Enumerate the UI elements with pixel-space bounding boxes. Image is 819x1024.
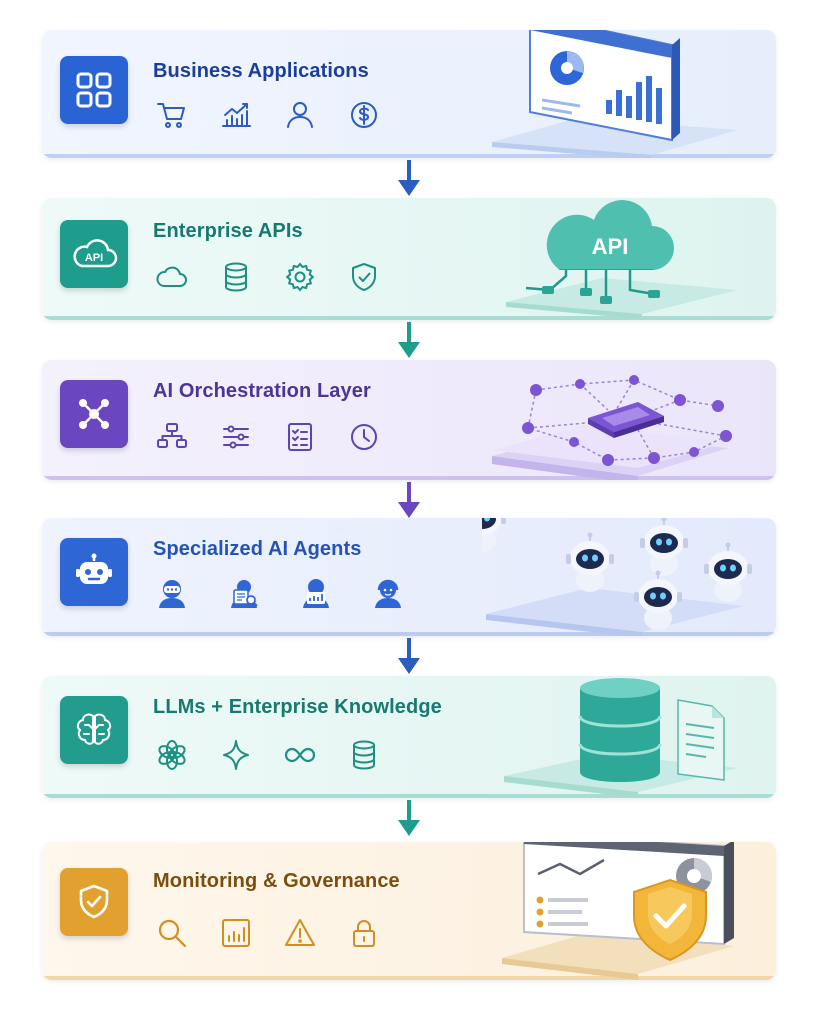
flow-arrow (392, 320, 426, 360)
layer-llms-enterprise-knowledge: LLMs + Enterprise Knowledge (42, 676, 776, 798)
sliders-icon (219, 420, 253, 454)
layer-specialized-ai-agents: Specialized AI Agents (42, 518, 776, 636)
brain-icon (60, 696, 128, 764)
checklist-icon (283, 420, 317, 454)
report-icon (219, 916, 253, 950)
knowledge-database-illustration (498, 676, 776, 798)
flow-arrow (392, 798, 426, 838)
flow-arrow (392, 480, 426, 520)
openai-icon (155, 738, 189, 772)
search-icon (155, 916, 189, 950)
shield-icon (347, 260, 381, 294)
flow-arrow (392, 636, 426, 676)
layer-monitoring-governance: Monitoring & Governance (42, 842, 776, 980)
database-icon (219, 260, 253, 294)
robot-icon (60, 538, 128, 606)
orchestration-network-illustration (488, 360, 776, 480)
api-cloud-illustration: API (502, 198, 776, 320)
clock-icon (347, 420, 381, 454)
layer-business-applications: Business Applications (42, 30, 776, 158)
agent-analytics-icon (299, 576, 333, 610)
layer-title: Enterprise APIs (153, 220, 303, 242)
layer-title: Specialized AI Agents (153, 538, 362, 560)
agent-chat-icon (155, 576, 189, 610)
monitoring-dashboard-illustration (498, 842, 776, 980)
flow-arrow (392, 158, 426, 198)
api-cloud-icon: API (60, 220, 128, 288)
lock-icon (347, 916, 381, 950)
chart-icon (219, 98, 253, 132)
layer-title: AI Orchestration Layer (153, 380, 371, 402)
sparkle-icon (219, 738, 253, 772)
warning-icon (283, 916, 317, 950)
cart-icon (155, 98, 189, 132)
gear-icon (283, 260, 317, 294)
dollar-icon (347, 98, 381, 132)
shield-check-icon (60, 868, 128, 936)
illustration-api-label: API (592, 234, 629, 259)
database-icon (347, 738, 381, 772)
cloud-icon (155, 260, 189, 294)
layer-ai-orchestration: AI Orchestration Layer (42, 360, 776, 480)
layer-enterprise-apis: API Enterprise APIs (42, 198, 776, 320)
layer-title: Monitoring & Governance (153, 870, 400, 892)
dashboard-illustration (482, 30, 776, 158)
badge-api-label: API (85, 252, 103, 264)
agent-support-icon (371, 576, 405, 610)
ai-agents-illustration (482, 518, 776, 636)
layer-title: Business Applications (153, 60, 369, 82)
apps-grid-icon (60, 56, 128, 124)
network-nodes-icon (60, 380, 128, 448)
user-icon (283, 98, 317, 132)
flowchart-icon (155, 420, 189, 454)
agent-document-icon (227, 576, 261, 610)
infinity-icon (283, 738, 317, 772)
layer-title: LLMs + Enterprise Knowledge (153, 696, 442, 718)
